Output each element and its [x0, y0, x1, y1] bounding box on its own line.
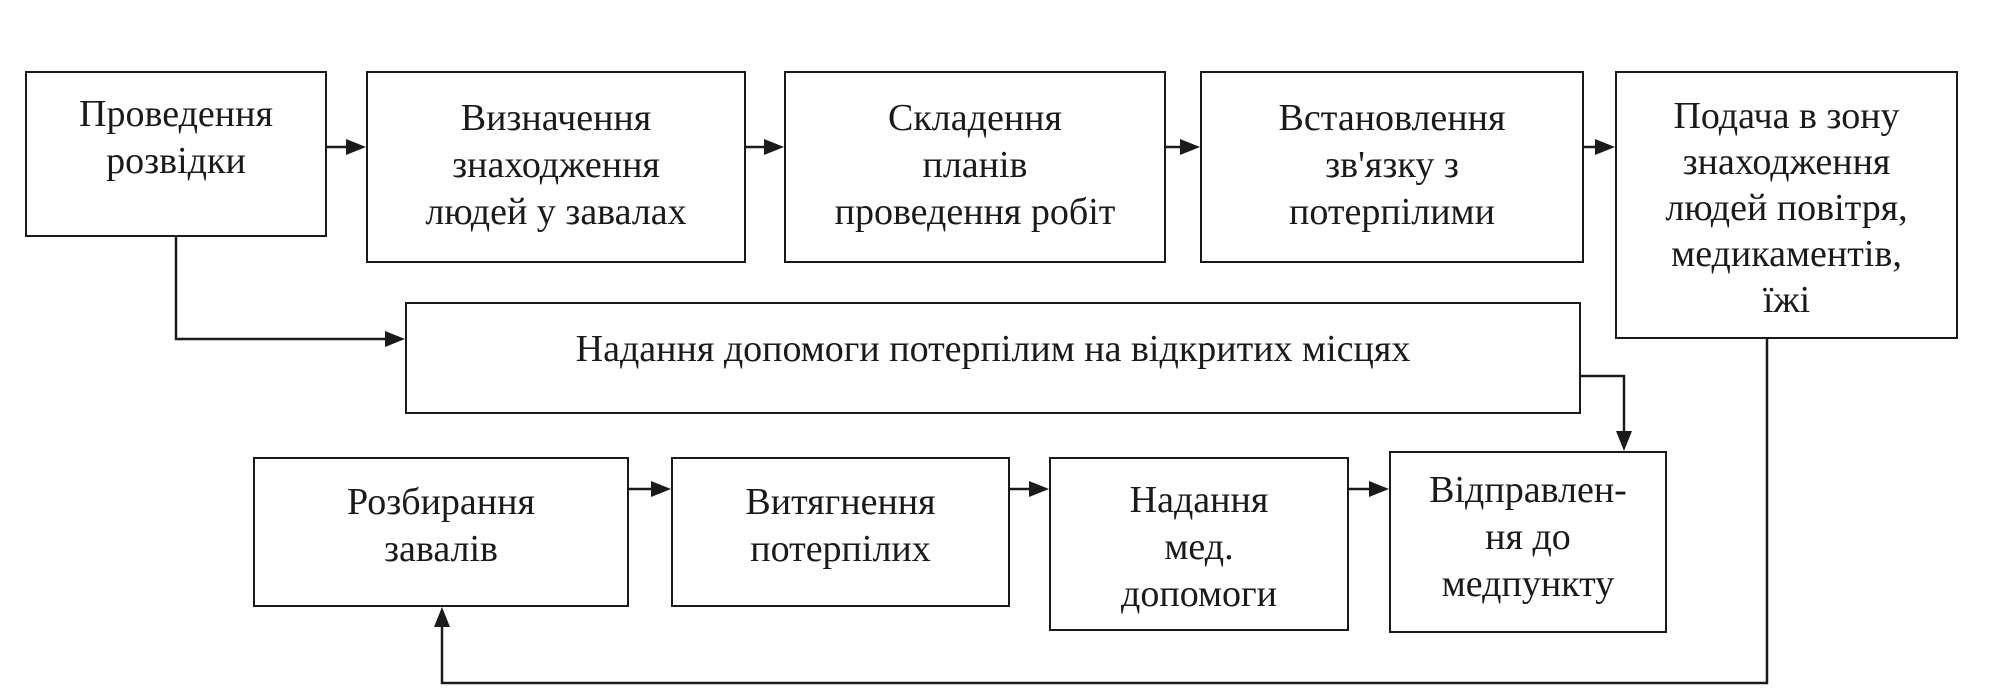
arrow-locate-people-to-work-plans	[746, 139, 784, 155]
node-medical-aid: Надання мед. допомоги	[1049, 457, 1349, 631]
arrow-reconnaissance-to-locate-people	[327, 139, 366, 155]
node-label: Подача в зону знаходження людей повітря,…	[1665, 95, 1908, 321]
node-locate-people: Визначення знаходження людей у завалах	[366, 71, 746, 263]
node-debris-removal: Розбирання завалів	[253, 457, 629, 607]
node-supply: Подача в зону знаходження людей повітря,…	[1615, 71, 1958, 339]
node-extraction: Витягнення потерпілих	[671, 457, 1010, 607]
arrow-debris-removal-to-extraction	[629, 481, 671, 497]
node-label: Складення планів проведення робіт	[834, 97, 1116, 233]
arrow-medical-aid-to-dispatch	[1349, 481, 1389, 497]
arrow-reconnaissance-to-open-area-aid	[174, 237, 405, 347]
arrow-work-plans-to-establish-contact	[1166, 139, 1200, 155]
arrow-supply-to-debris-removal	[434, 339, 1769, 685]
arrow-extraction-to-medical-aid	[1010, 481, 1049, 497]
node-reconnaissance: Проведення розвідки	[25, 71, 327, 237]
node-label: Встановлення зв'язку з потерпілими	[1278, 97, 1506, 233]
node-label: Проведення розвідки	[79, 93, 273, 182]
arrow-establish-contact-to-supply	[1584, 139, 1615, 155]
node-dispatch: Відправлен- ня до медпункту	[1389, 451, 1667, 633]
node-label: Розбирання завалів	[347, 481, 535, 570]
node-label: Витягнення потерпілих	[745, 481, 936, 570]
node-label: Визначення знаходження людей у завалах	[425, 97, 687, 233]
node-work-plans: Складення планів проведення робіт	[784, 71, 1166, 263]
node-label: Надання допомоги потерпілим на відкритих…	[575, 328, 1411, 370]
node-establish-contact: Встановлення зв'язку з потерпілими	[1200, 71, 1584, 263]
node-label: Відправлен- ня до медпункту	[1429, 469, 1627, 605]
node-label: Надання мед. допомоги	[1121, 479, 1277, 615]
arrow-open-area-aid-to-dispatch	[1581, 374, 1632, 451]
node-open-area-aid: Надання допомоги потерпілим на відкритих…	[405, 302, 1581, 414]
